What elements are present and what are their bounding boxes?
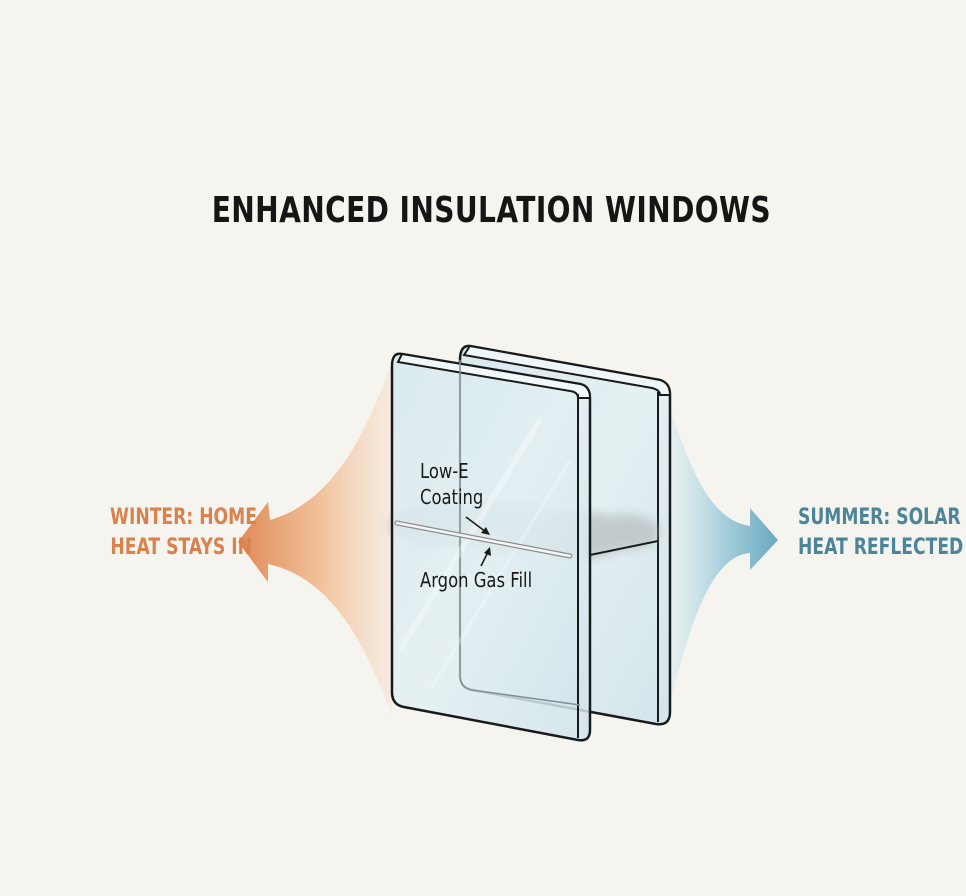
gas-pointer-arrow xyxy=(480,547,491,567)
front-glass-pane xyxy=(390,352,592,742)
low-e-coating-line1: Low-E xyxy=(420,459,469,483)
low-e-coating-line2: Coating xyxy=(420,485,484,509)
summer-label-line2: HEAT REFLECTED xyxy=(798,535,964,560)
low-e-coating-label: Low-E Coating xyxy=(420,458,483,510)
summer-label-line1: SUMMER: SOLAR xyxy=(798,505,961,530)
summer-label: SUMMER: SOLAR HEAT REFLECTED xyxy=(798,503,963,563)
winter-label-line2: HEAT STAYS IN xyxy=(110,535,252,560)
summer-heat-arrow xyxy=(666,395,778,720)
winter-label: WINTER: HOME HEAT STAYS IN xyxy=(110,503,257,563)
spacer-line xyxy=(589,540,659,556)
diagram-title: ENHANCED INSULATION WINDOWS xyxy=(211,190,772,231)
coating-pointer-arrow xyxy=(465,516,490,535)
winter-label-line1: WINTER: HOME xyxy=(110,505,257,530)
winter-heat-arrow xyxy=(238,362,392,715)
argon-gas-label: Argon Gas Fill xyxy=(420,568,533,592)
low-e-coating-bar xyxy=(394,520,573,559)
